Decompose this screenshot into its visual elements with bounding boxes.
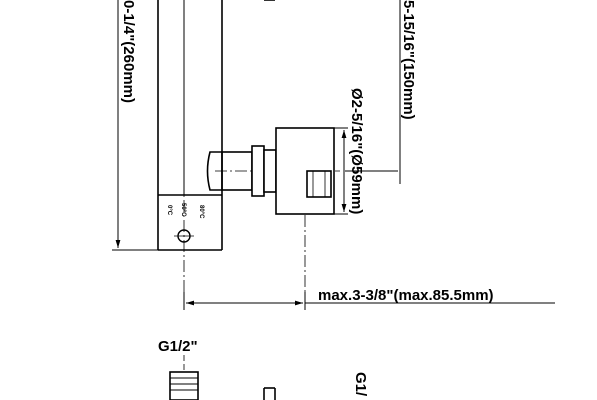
dim-diameter-label: Ø2-5/16"(Ø59mm): [348, 88, 365, 214]
scale-label-80: 80°C: [198, 205, 204, 219]
thread-label: G1/2": [158, 338, 198, 355]
scale-label-50: 50°C: [180, 203, 186, 217]
lower-thread-fitting: [169, 355, 276, 400]
dim-depth-label: max.3-3/8"(max.85.5mm): [318, 287, 494, 304]
dim-partial-height: [345, 0, 401, 184]
main-tube: [157, 0, 275, 251]
dim-total-height-label: 0-1/4"(260mm): [120, 0, 137, 103]
thread-label-right: G1/: [352, 372, 369, 397]
side-fitting: [206, 127, 335, 215]
dim-partial-height-label: 5-15/16"(150mm): [400, 0, 417, 120]
scale-label-0: 0°C: [166, 205, 172, 216]
scale-box: 0°C 50°C 80°C: [166, 203, 204, 243]
dim-diameter: [334, 127, 348, 215]
dim-depth: [183, 292, 555, 310]
dim-total-height: [112, 0, 158, 251]
